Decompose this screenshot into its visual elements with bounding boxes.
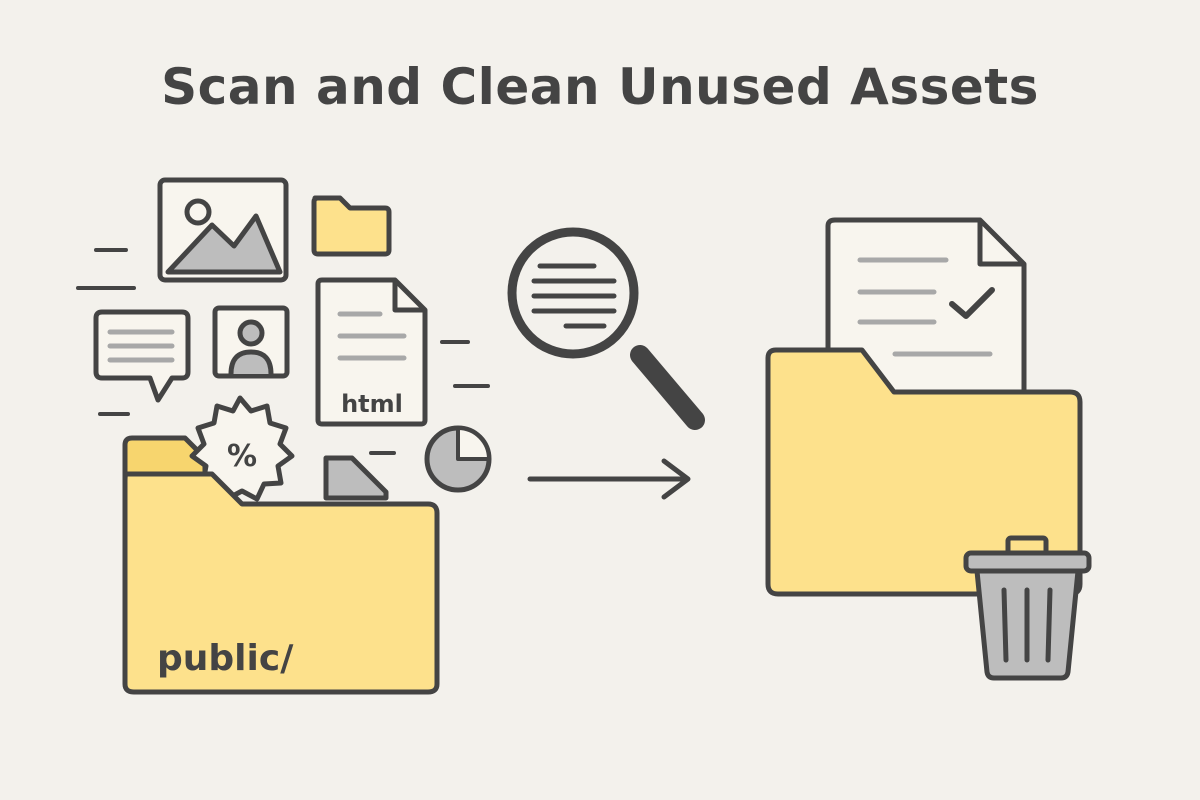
motion-lines <box>76 248 490 455</box>
percent-symbol: % <box>227 439 257 474</box>
arrow-right-icon <box>527 458 691 500</box>
html-file-label: html <box>341 390 403 418</box>
source-folder-label: public/ <box>157 638 294 679</box>
chat-bubble-icon <box>93 309 191 403</box>
document-check-icon <box>825 217 1027 408</box>
page-title: Scan and Clean Unused Assets <box>161 58 1039 116</box>
user-photo-icon <box>212 305 290 379</box>
image-icon <box>157 177 289 283</box>
percent-badge-icon: % <box>189 395 295 502</box>
trash-can-icon <box>963 535 1092 681</box>
magnifier-icon <box>507 227 705 430</box>
pie-chart-icon <box>424 425 492 493</box>
file-icon <box>323 455 389 501</box>
source-folder-icon: public/ <box>122 471 440 695</box>
small-folder-icon <box>311 195 392 257</box>
html-file-icon: html <box>315 277 428 427</box>
